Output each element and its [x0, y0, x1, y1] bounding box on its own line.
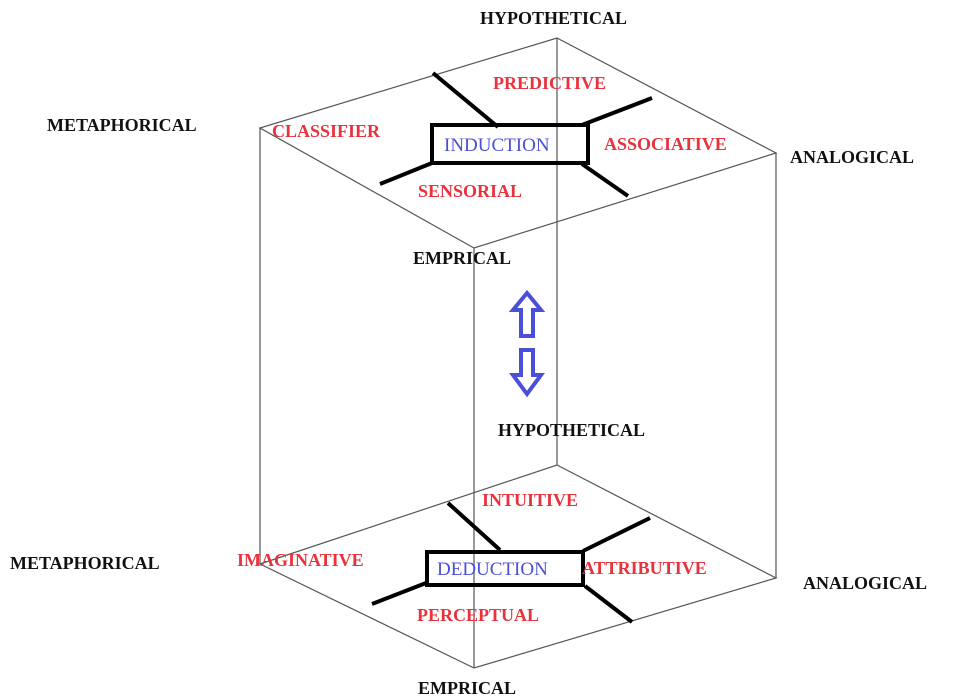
top-axis-lower-right: [580, 162, 630, 198]
induction-box: [430, 123, 590, 165]
bottom-corner-right-label: ANALOGICAL: [803, 573, 927, 593]
top-quadrant-bottom-label: SENSORIAL: [418, 181, 522, 201]
top-corner-front-label: EMPRICAL: [413, 248, 511, 268]
top-corner-back-label: HYPOTHETICAL: [480, 8, 627, 28]
bottom-quadrant-right-label: ATTRIBUTIVE: [582, 558, 707, 578]
bottom-face-axes: [371, 501, 651, 624]
bottom-axis-lower-left: [371, 581, 427, 606]
up-arrow-icon: [508, 289, 546, 338]
top-axis-lower-left: [379, 161, 433, 186]
bottom-axis-lower-right: [583, 584, 634, 624]
deduction-box: [425, 550, 585, 587]
cube-wireframe: [258, 37, 778, 669]
bottom-quadrant-top-label: INTUITIVE: [482, 490, 578, 510]
bottom-axis-upper-left: [446, 501, 502, 552]
bottom-face-labels: HYPOTHETICAL METAPHORICAL ANALOGICAL EMP…: [10, 420, 927, 698]
top-quadrant-right-label: ASSOCIATIVE: [604, 134, 727, 154]
top-quadrant-left-label: CLASSIFIER: [272, 121, 381, 141]
top-face-axes: [379, 71, 653, 198]
top-quadrant-top-label: PREDICTIVE: [493, 73, 606, 93]
top-axis-upper-right: [581, 96, 653, 127]
bottom-quadrant-bottom-label: PERCEPTUAL: [417, 605, 539, 625]
bottom-corner-front-label: EMPRICAL: [418, 678, 516, 698]
bottom-corner-back-label: HYPOTHETICAL: [498, 420, 645, 440]
top-corner-left-label: METAPHORICAL: [47, 115, 197, 135]
top-face-labels: HYPOTHETICAL METAPHORICAL ANALOGICAL EMP…: [47, 8, 914, 268]
top-corner-right-label: ANALOGICAL: [790, 147, 914, 167]
top-axis-upper-left: [431, 71, 500, 129]
transition-arrows: [508, 289, 546, 398]
bottom-axis-upper-right: [582, 516, 651, 553]
down-arrow-icon: [509, 348, 545, 398]
deduction-label: DEDUCTION: [437, 559, 548, 580]
bottom-corner-left-label: METAPHORICAL: [10, 553, 160, 573]
induction-label: INDUCTION: [444, 135, 550, 156]
bottom-quadrant-left-label: IMAGINATIVE: [237, 550, 364, 570]
